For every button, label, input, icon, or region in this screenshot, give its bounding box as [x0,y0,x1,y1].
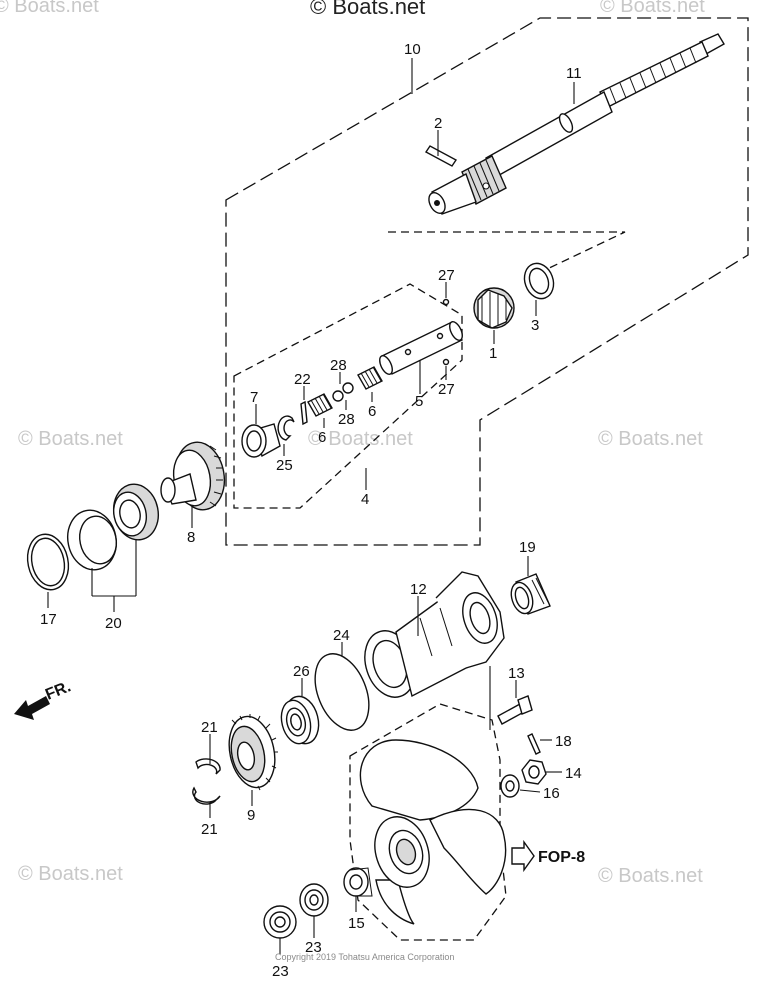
shim-ring-17 [26,533,70,591]
watermark-mid-right: © Boats.net [598,428,703,450]
plunger-cap-7 [241,423,281,458]
bearing-housing [364,571,505,698]
reverse-gear [228,714,278,791]
watermark-top-right: © Boats.net [600,0,705,17]
callout-24: 24 [333,627,350,644]
watermark-bottom-right: © Boats.net [598,865,703,887]
callout-3: 3 [531,317,539,334]
small-part-27-bottom [442,358,450,366]
callout-18: 18 [555,733,572,750]
callout-6-right: 6 [368,403,376,420]
clutch-dog [473,287,515,329]
callout-9: 9 [247,807,255,824]
callout-17: 17 [40,611,57,628]
callout-16: 16 [543,785,560,802]
callout-19: 19 [519,539,536,556]
callout-25: 25 [276,457,293,474]
assembly-break-line [388,231,626,271]
spring-6-left [307,393,333,417]
callout-10: 10 [404,41,421,58]
ball-28-upper [342,382,354,394]
shift-plunger [379,321,463,375]
callout-21-upper: 21 [201,719,218,736]
reference-arrow [511,839,535,873]
assembly-outline-4 [233,283,463,509]
callout-1: 1 [489,345,497,362]
snap-ring-25 [277,415,295,441]
spacer-23-lower [263,905,297,939]
callout-5: 5 [415,393,423,410]
small-part-27-top [442,298,450,306]
spring-6-right [357,366,383,390]
forward-direction-label: FR. [43,678,73,703]
bushing-15 [343,867,373,897]
retainer-21-lower [192,786,221,805]
watermark-top: © Boats.net [310,0,425,19]
callout-20: 20 [105,615,122,632]
retainer-21-upper [195,758,221,775]
forward-gear [160,441,226,511]
watermark-mid-left: © Boats.net [18,428,123,450]
retaining-ring-3 [523,262,555,300]
propeller [359,739,507,925]
bearing-cup-20 [67,509,118,571]
callout-23-upper: 23 [305,939,322,956]
bolt-13 [497,695,533,725]
watermark-top-left: © Boats.net [0,0,99,17]
leader-lines [47,58,575,954]
callout-28-lower: 28 [338,411,355,428]
cross-pin [424,145,458,167]
callout-7: 7 [250,389,258,406]
callout-13: 13 [508,665,525,682]
assembly-outline-10 [225,17,749,546]
callout-6-left: 6 [318,429,326,446]
callout-28-upper: 28 [330,357,347,374]
copyright-notice: Copyright 2019 Tohatsu America Corporati… [275,952,454,962]
watermark-bottom-left: © Boats.net [18,863,123,885]
callout-21-lower: 21 [201,821,218,838]
roller-bearing-20 [112,483,159,541]
ball-bearing-26 [280,695,320,745]
cotter-pin-18 [527,733,541,755]
callout-27-top: 27 [438,267,455,284]
needle-bearing-19 [510,573,551,615]
nut-14 [521,759,547,785]
callout-23-lower: 23 [272,963,289,980]
callout-8: 8 [187,529,195,546]
propeller-shaft [428,33,725,215]
callout-2: 2 [434,115,442,132]
callout-4: 4 [361,491,369,508]
washer-16 [500,774,520,798]
watermark-mid-center: © Boats.net [308,428,413,450]
callout-12: 12 [410,581,427,598]
callout-11: 11 [566,65,582,82]
pin-22 [300,400,308,426]
callout-26: 26 [293,663,310,680]
callout-27-bottom: 27 [438,381,455,398]
reference-label: FOP-8 [538,849,585,866]
forward-direction-arrow [14,696,50,720]
o-ring-24 [314,653,370,731]
callout-15: 15 [348,915,365,932]
callout-22: 22 [294,371,311,388]
spacer-23-upper [299,883,329,917]
ball-28-lower [332,390,344,402]
callout-14: 14 [565,765,582,782]
